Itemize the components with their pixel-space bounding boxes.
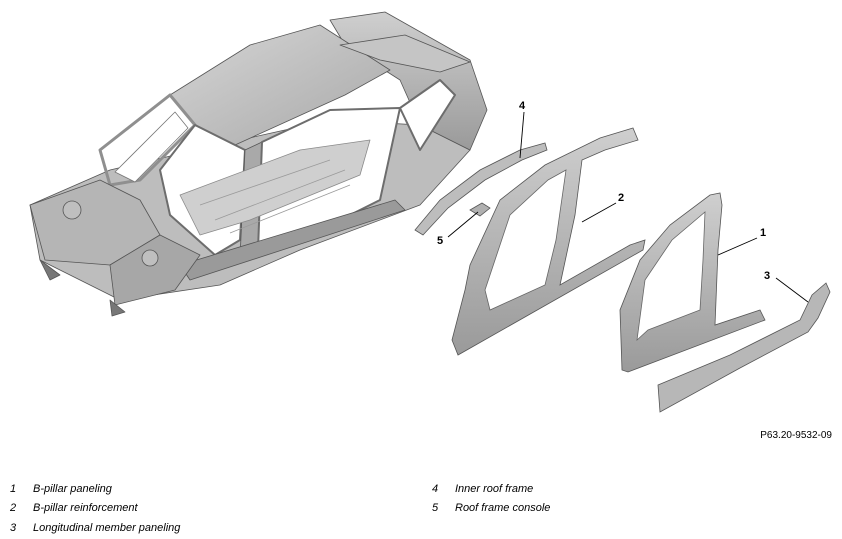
callout-4: 4 — [519, 100, 526, 112]
b-pillar-paneling-part — [619, 192, 766, 373]
legend-number: 2 — [10, 502, 17, 515]
legend-right-column: 4 Inner roof frame 5 Roof frame console — [432, 479, 550, 518]
legend-text: B-pillar reinforcement — [33, 502, 138, 515]
callout-2: 2 — [618, 192, 624, 204]
legend-left-column: 1 B-pillar paneling 2 B-pillar reinforce… — [10, 479, 180, 538]
legend-item: 3 Longitudinal member paneling — [10, 518, 180, 538]
legend-number: 4 — [432, 482, 439, 495]
body-shell-diagram: 1 2 3 4 5 — [29, 11, 831, 413]
longitudinal-member-paneling-part — [657, 282, 831, 413]
leader-lines — [447, 111, 809, 303]
roof-frame-console-part — [469, 202, 491, 217]
legend-number: 1 — [10, 482, 17, 495]
vehicle-body-shell — [29, 11, 488, 317]
callout-1: 1 — [760, 227, 766, 239]
callout-3: 3 — [764, 270, 770, 282]
legend-item: 1 B-pillar paneling — [10, 479, 180, 499]
legend-text: B-pillar paneling — [33, 482, 112, 495]
legend-text: Roof frame console — [455, 502, 551, 515]
figure-reference-code: P63.20-9532-09 — [760, 430, 832, 441]
legend-item: 2 B-pillar reinforcement — [10, 499, 180, 519]
inner-roof-frame-part — [414, 142, 548, 236]
legend-number: 5 — [432, 502, 439, 515]
callout-5: 5 — [437, 235, 443, 247]
legend-item: 5 Roof frame console — [432, 499, 550, 519]
legend-number: 3 — [10, 521, 17, 534]
legend-item: 4 Inner roof frame — [432, 479, 550, 499]
legend-text: Longitudinal member paneling — [33, 521, 181, 534]
legend-text: Inner roof frame — [455, 482, 534, 495]
b-pillar-reinforcement-part — [451, 127, 646, 356]
